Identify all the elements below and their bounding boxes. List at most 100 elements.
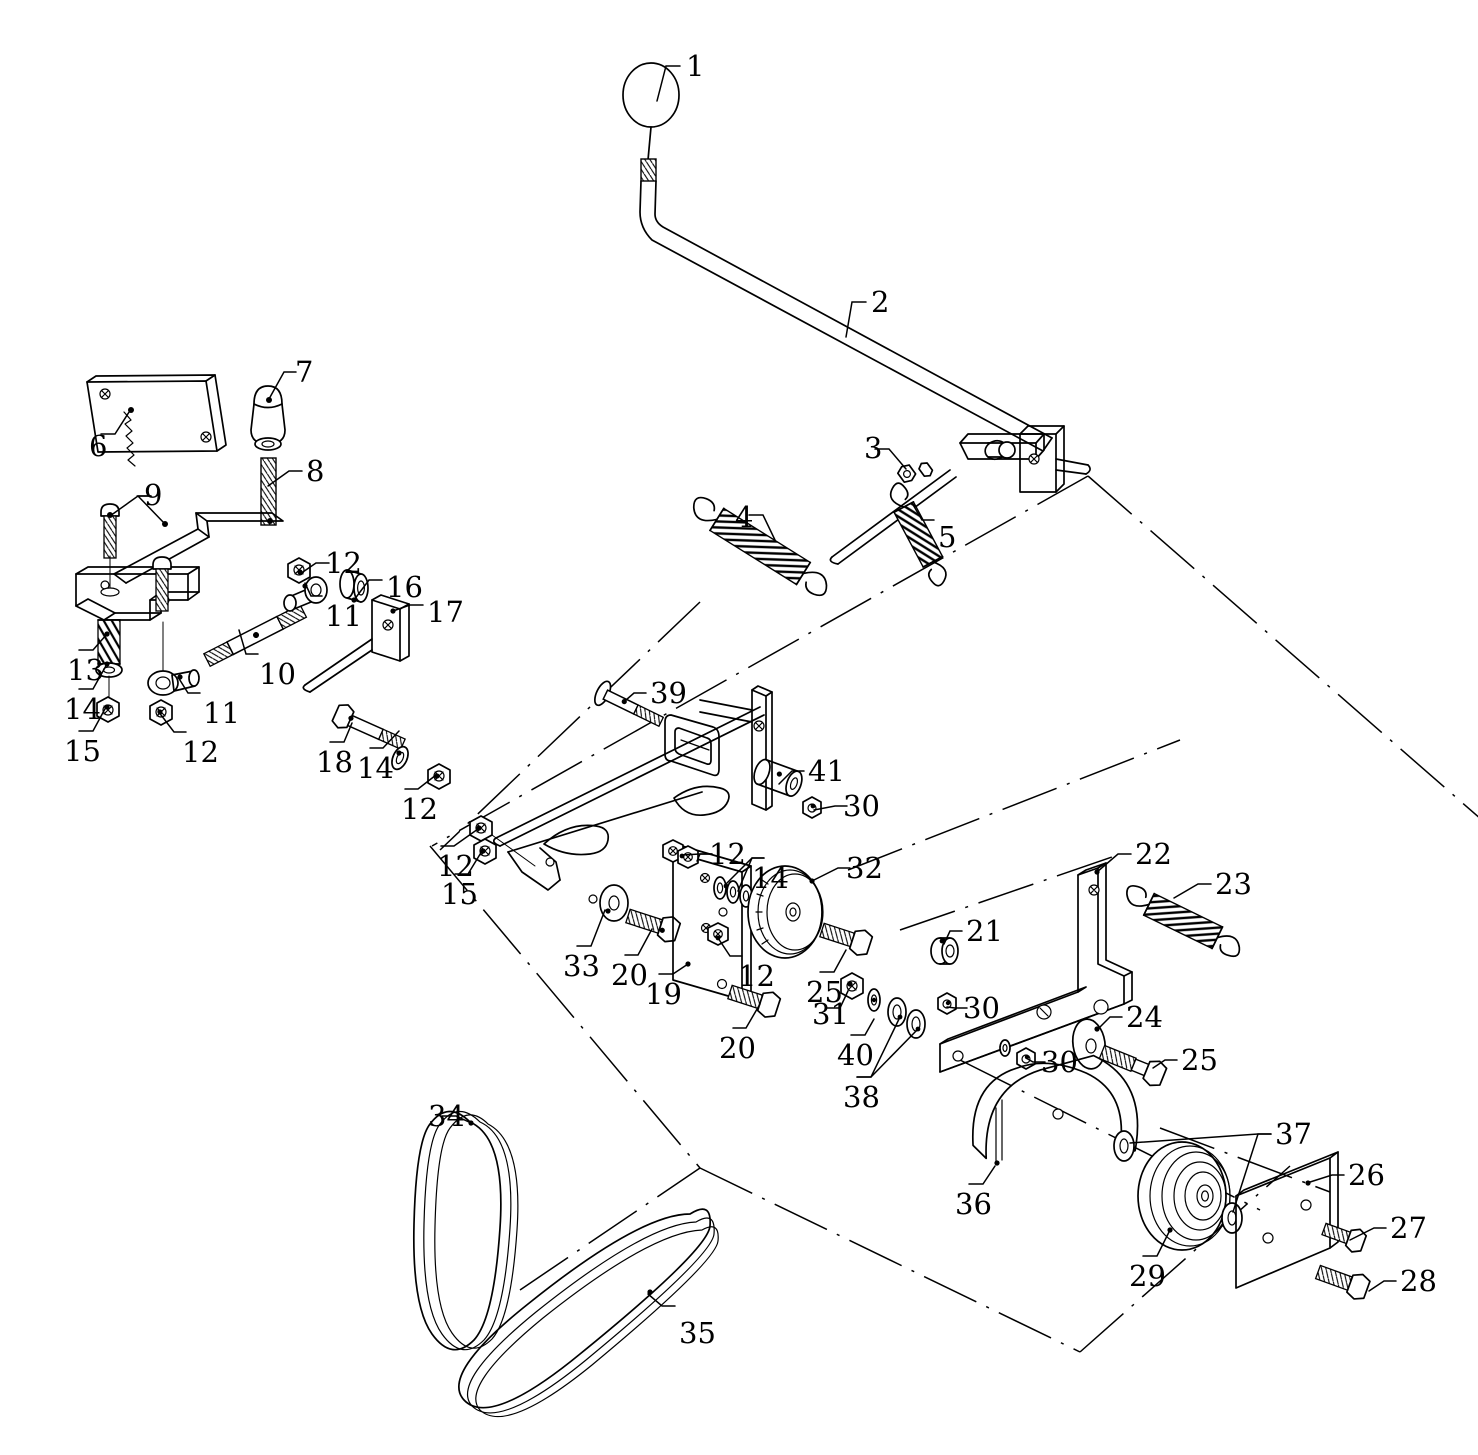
callout-number-15b: 15: [441, 877, 478, 911]
callout-number-26: 26: [1348, 1158, 1385, 1192]
part-30-washer-small: [999, 1039, 1011, 1057]
callout-number-11b: 11: [325, 599, 362, 633]
callout-number-39: 39: [650, 676, 687, 710]
callout-number-3: 3: [864, 431, 883, 465]
part-11-rod-end-upper: [283, 576, 328, 612]
part-7-shift-knob: [250, 385, 286, 451]
callout-number-19: 19: [645, 977, 682, 1011]
part-25-hex-bolt-b: [1098, 1044, 1168, 1087]
callout-number-32: 32: [846, 851, 883, 885]
callout-number-8: 8: [306, 454, 325, 488]
part-40-lock-washer: [867, 988, 881, 1012]
part-20-hex-bolt-b: [727, 984, 782, 1018]
part-37-washer-b: [1221, 1202, 1243, 1234]
callout-number-11a: 11: [203, 696, 240, 730]
reference-centerlines: [429, 475, 1478, 1353]
part-31-flange-nut: [840, 972, 864, 1000]
callout-number-27: 27: [1390, 1211, 1427, 1245]
callout-number-12e: 12: [709, 837, 746, 871]
part-6-notched-plate: [86, 374, 227, 467]
part-35-v-belt-short: [458, 1208, 719, 1418]
leader-lines: [78, 65, 1397, 1307]
part-2-lever-rod: [639, 180, 1091, 493]
callout-number-30c: 30: [1041, 1045, 1078, 1079]
callout-number-7: 7: [295, 355, 314, 389]
callout-number-24: 24: [1126, 1000, 1163, 1034]
part-10-threaded-rod: [202, 603, 308, 668]
callout-number-30a: 30: [843, 789, 880, 823]
callout-number-15a: 15: [64, 734, 101, 768]
callout-number-12c: 12: [401, 792, 438, 826]
part-30-locknut-a: [802, 796, 822, 819]
part-36-belt-guard: [971, 1054, 1139, 1166]
callout-number-12d: 12: [437, 849, 474, 883]
callout-number-5: 5: [938, 520, 957, 554]
callout-number-18: 18: [316, 745, 353, 779]
part-8-bracket-arm: [75, 457, 284, 621]
part-11-rod-end-lower: [147, 621, 200, 696]
part-32-flat-pulley: [747, 865, 824, 959]
part-1-knob: [622, 62, 680, 182]
part-12-locknut-e: [707, 922, 729, 946]
part-12-locknut-b: [469, 815, 493, 842]
callout-number-17: 17: [427, 595, 464, 629]
callout-number-35: 35: [679, 1316, 716, 1350]
part-34-v-belt-long: [412, 1110, 519, 1351]
callout-number-14c: 14: [752, 861, 789, 895]
callout-number-16: 16: [386, 570, 423, 604]
part-16-spacer-bushing: [339, 569, 369, 603]
callout-number-28: 28: [1400, 1264, 1437, 1298]
callout-number-40: 40: [837, 1038, 874, 1072]
part-37-washer-a: [1113, 1130, 1135, 1162]
part-14-flat-washer-mid: [391, 745, 409, 771]
callout-number-20a: 20: [611, 958, 648, 992]
callout-number-12a: 12: [325, 546, 362, 580]
part-15-hexnut-b: [473, 834, 536, 867]
callout-number-36: 36: [955, 1187, 992, 1221]
callout-number-25b: 25: [1181, 1043, 1218, 1077]
callout-number-2: 2: [871, 285, 890, 319]
callout-number-1: 1: [686, 49, 705, 83]
callout-number-23: 23: [1215, 867, 1252, 901]
part-29-double-pulley: [1137, 1141, 1231, 1251]
part-33-large-washer: [599, 884, 629, 922]
part-9-carriage-bolts: [100, 503, 172, 612]
callout-number-25a: 25: [806, 975, 843, 1009]
callout-number-33: 33: [563, 949, 600, 983]
part-39-shoulder-bolt: [594, 680, 665, 728]
callout-number-14a: 14: [64, 692, 101, 726]
callout-number-14b: 14: [357, 751, 394, 785]
chassis-arm: [492, 685, 773, 917]
part-12-locknut-a: [427, 763, 451, 790]
part-30-locknut-b: [937, 992, 957, 1015]
part-41-spacer-tube: [753, 758, 803, 797]
callout-number-41: 41: [808, 754, 845, 788]
callout-number-34: 34: [428, 1099, 465, 1133]
part-28-hex-bolt: [1314, 1264, 1371, 1300]
callout-number-21: 21: [966, 914, 1003, 948]
part-12-locknut-d: [677, 845, 699, 869]
callout-number-22: 22: [1135, 837, 1172, 871]
callout-number-29: 29: [1129, 1259, 1166, 1293]
callout-number-12f: 12: [738, 959, 775, 993]
part-12-locknut-lower-left: [149, 699, 173, 726]
callout-number-31: 31: [812, 997, 849, 1031]
callout-number-6: 6: [89, 429, 108, 463]
part-26-right-mount-plate: [1235, 1151, 1339, 1289]
callout-number-13: 13: [67, 653, 104, 687]
callout-number-30b: 30: [963, 991, 1000, 1025]
callout-number-9: 9: [144, 478, 163, 512]
callout-number-20b: 20: [719, 1031, 756, 1065]
callout-number-37: 37: [1275, 1117, 1312, 1151]
part-23-extension-spring: [1126, 884, 1241, 958]
callout-number-10: 10: [259, 657, 296, 691]
callout-number-12b: 12: [182, 735, 219, 769]
part-12-locknut-upper: [287, 557, 311, 584]
callout-number-38: 38: [843, 1080, 880, 1114]
part-25-hex-bolt-a: [819, 922, 874, 956]
part-22-pivot-bracket: [939, 862, 1133, 1073]
callout-number-4: 4: [735, 500, 754, 534]
part-4-long-extension-spring: [692, 496, 828, 597]
